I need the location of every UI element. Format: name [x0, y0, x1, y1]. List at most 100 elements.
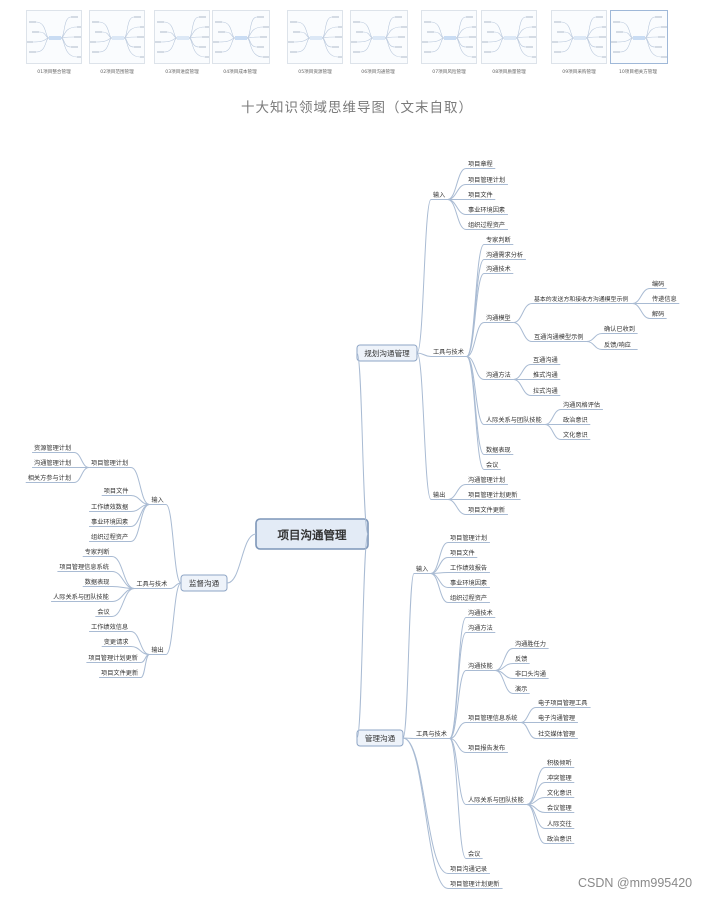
node-mgmt-in-4: 事业环境因素	[450, 579, 487, 587]
node-ip-4: 会议管理	[547, 804, 572, 812]
node-model-basic-2: 传递信息	[652, 295, 677, 303]
node-plan-in-2: 项目管理计划	[468, 176, 505, 184]
connector	[417, 200, 431, 354]
connector	[545, 425, 561, 440]
connector	[448, 185, 466, 200]
node-mgmt-in: 输入	[416, 565, 428, 573]
node-mon-pmp-3: 相关方参与计划	[28, 474, 71, 482]
node-pmis-2: 电子沟通管理	[538, 714, 575, 722]
thumbnail-3[interactable]	[154, 10, 210, 64]
thumbnail-mindmap-icon	[288, 11, 343, 64]
node-mskill-1: 沟通胜任力	[515, 640, 546, 648]
thumbnail-8[interactable]	[481, 10, 537, 64]
node-ip-6: 政治意识	[547, 835, 572, 843]
node-model-inter-2: 反馈/响应	[604, 341, 631, 349]
connector	[112, 572, 134, 589]
watermark: CSDN @mm995420	[578, 876, 692, 890]
connector	[587, 334, 602, 342]
connector	[527, 768, 545, 805]
node-plan-tt-model: 沟通模型	[486, 314, 511, 322]
node-mon-in: 输入	[151, 496, 163, 504]
thumbnail-2[interactable]	[89, 10, 145, 64]
node-plan-tt-2: 沟通需求分析	[486, 251, 523, 259]
thumbnail-mindmap-icon	[90, 11, 145, 64]
connector	[166, 583, 181, 655]
connector	[112, 589, 134, 617]
node-mgmt-tt-report: 项目报告发布	[468, 744, 505, 752]
connector	[545, 410, 561, 425]
node-mon-tt-2: 项目管理信息系统	[59, 563, 109, 571]
node-mon-out-3: 项目管理计划更新	[88, 654, 137, 662]
connector	[417, 353, 431, 357]
node-method-2: 推式沟通	[533, 371, 558, 379]
node-plan-tt-5: 数据表现	[486, 446, 511, 454]
connector	[431, 574, 448, 603]
node-pmis-1: 电子项目管理工具	[538, 699, 588, 707]
node-method-3: 拉式沟通	[533, 387, 558, 395]
thumbnail-label: 05项目资源管理	[279, 69, 351, 75]
node-plan-in: 输入	[433, 191, 445, 199]
connector	[450, 739, 466, 859]
thumbnail-10[interactable]	[610, 10, 668, 64]
node-mgmt-tt-meet: 会议	[468, 850, 481, 858]
connector	[403, 738, 448, 889]
connector	[431, 574, 448, 588]
connector	[448, 500, 466, 515]
node-skill-2: 政治意识	[563, 416, 588, 424]
node-mgmt-in-3: 工作绩效报告	[450, 564, 487, 572]
node-plan-in-3: 项目文件	[468, 191, 493, 199]
node-mgmt-tt-1: 沟通技术	[468, 609, 493, 617]
thumbnail-mindmap-icon	[213, 11, 270, 64]
node-mgmt-tt-pmis: 项目管理信息系统	[468, 714, 518, 722]
connector	[417, 353, 431, 500]
node-model-basic-3: 解码	[652, 310, 664, 318]
node-plan-out: 输出	[433, 491, 445, 499]
node-mgmt-out-1: 项目沟通记录	[450, 865, 487, 873]
connector	[467, 357, 484, 455]
node-plan-tt: 工具与技术	[433, 348, 464, 356]
thumbnail-mindmap-icon	[27, 11, 82, 64]
thumbnail-mindmap-icon	[482, 11, 537, 64]
branch-mgmt: 管理沟通	[365, 733, 396, 743]
branch-mon: 监督沟通	[189, 578, 220, 588]
connector	[513, 380, 531, 396]
node-plan-out-1: 沟通管理计划	[468, 476, 505, 484]
node-mon-out-4: 项目文件更新	[101, 669, 138, 677]
node-mon-in-2: 项目文件	[104, 487, 129, 495]
connector	[403, 574, 414, 739]
branch-plan: 规划沟通管理	[364, 348, 410, 358]
node-mgmt-tt: 工具与技术	[416, 730, 447, 738]
thumbnail-5[interactable]	[287, 10, 343, 64]
thumbnail-label: 01项目整合管理	[18, 69, 90, 75]
page-caption: 十大知识领域思维导图（文末自取）	[0, 96, 714, 116]
thumbnail-1[interactable]	[26, 10, 82, 64]
thumbnail-4[interactable]	[212, 10, 270, 64]
node-ip-2: 冲突管理	[547, 774, 572, 782]
node-mon-tt: 工具与技术	[136, 580, 167, 588]
connector	[587, 342, 602, 350]
node-mon-tt-4: 人际关系与团队技能	[53, 593, 109, 601]
thumbnail-7[interactable]	[421, 10, 477, 64]
node-plan-out-3: 项目文件更新	[468, 506, 505, 514]
node-model-inter: 互通沟通模型示例	[534, 333, 584, 341]
node-mon-out-1: 工作绩效信息	[91, 623, 128, 631]
node-mon-tt-3: 数据表现	[85, 578, 110, 586]
connector	[431, 558, 448, 574]
connector	[403, 738, 448, 874]
node-plan-tt-method: 沟通方法	[486, 371, 511, 379]
node-plan-in-5: 组织过程资产	[468, 221, 505, 229]
thumbnail-mindmap-icon	[611, 11, 668, 64]
node-mon-in-pmp: 项目管理计划	[91, 459, 128, 467]
thumbnail-9[interactable]	[551, 10, 607, 64]
thumbnail-6[interactable]	[350, 10, 408, 64]
node-mon-pmp-1: 资源管理计划	[34, 444, 71, 452]
connector	[527, 805, 545, 844]
node-mgmt-in-2: 项目文件	[450, 549, 475, 557]
node-ip-3: 文化意识	[547, 789, 572, 797]
connector	[632, 289, 650, 304]
connector	[513, 323, 532, 342]
node-mgmt-in-1: 项目管理计划	[450, 534, 487, 542]
node-ip-5: 人际交往	[547, 820, 572, 828]
node-model-basic: 基本的发送方和接收方沟通模型示例	[534, 295, 628, 303]
connector	[357, 353, 368, 534]
